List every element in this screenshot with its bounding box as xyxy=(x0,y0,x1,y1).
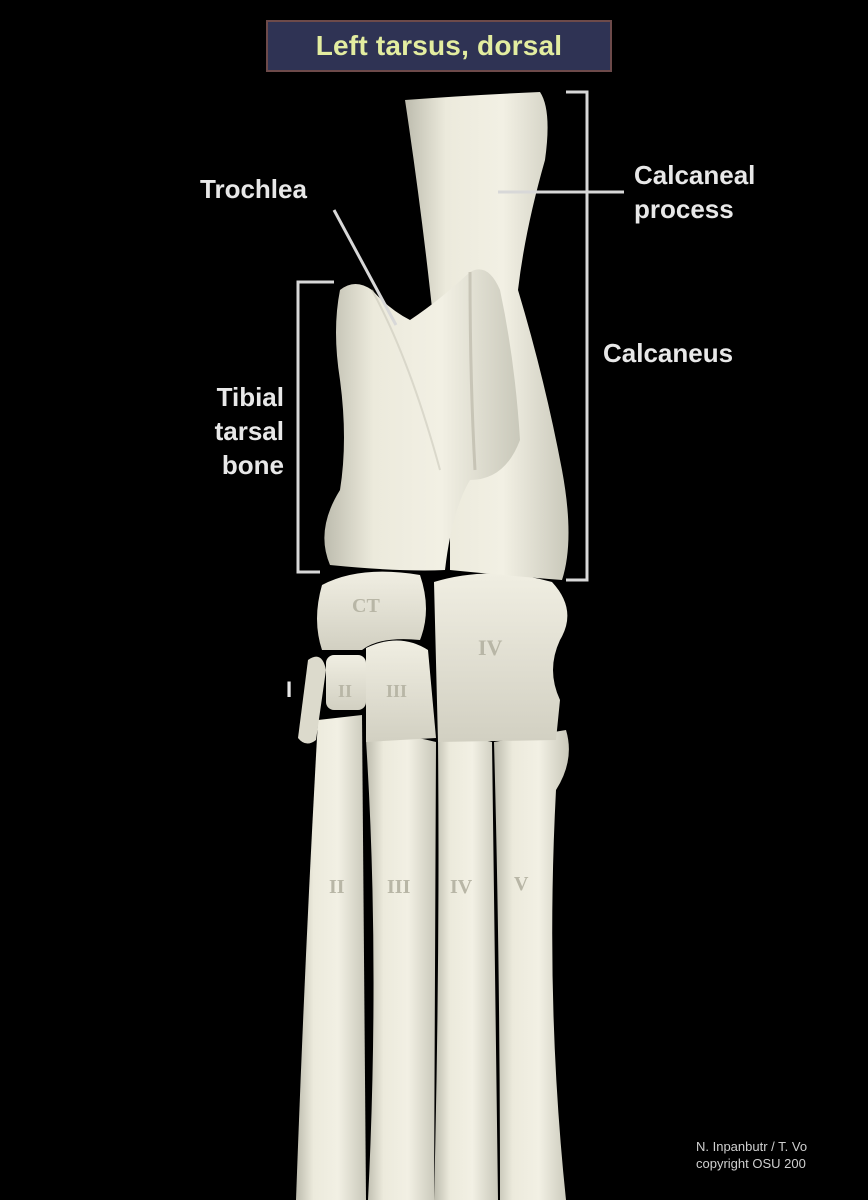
credit-text: N. Inpanbutr / T. Vo copyright OSU 200 xyxy=(696,1138,807,1172)
calcaneal-process-line2: process xyxy=(634,194,734,224)
calcaneal-process-label: Calcaneal process xyxy=(634,158,755,226)
tibial-tarsal-line2: tarsal xyxy=(214,416,284,446)
tarsal-bone-I xyxy=(298,656,326,744)
tibial-tarsal-bone-label: Tibial tarsal bone xyxy=(200,380,284,482)
metatarsal-iii-marking: III xyxy=(387,876,411,898)
metatarsal-v-marking: V xyxy=(514,873,529,895)
tarsal-bone-IV xyxy=(434,573,568,742)
central-tarsal-bone xyxy=(317,571,426,650)
credit-line2: copyright OSU 200 xyxy=(696,1156,806,1171)
annotation-lines xyxy=(296,90,624,582)
tarsal-iv-marking: IV xyxy=(478,635,503,660)
metatarsal-iv-marking: IV xyxy=(450,876,473,898)
tarsal-bone-II xyxy=(326,655,366,710)
tibial-tarsal-bracket xyxy=(296,280,334,574)
calcaneal-process-line1: Calcaneal xyxy=(634,160,756,190)
tarsal-ii-marking: II xyxy=(338,681,352,701)
metatarsal-II xyxy=(296,715,366,1200)
tarsal-iii-marking: III xyxy=(386,681,407,701)
credit-line1: N. Inpanbutr / T. Vo xyxy=(696,1139,808,1154)
metatarsal-V xyxy=(494,730,569,1200)
distal-tarsal-bones xyxy=(298,571,568,744)
tibial-tarsal-line3: bone xyxy=(221,450,284,480)
metatarsal-III xyxy=(366,736,436,1200)
title-box: Left tarsus, dorsal xyxy=(266,20,612,72)
tibial-tarsal-line1: Tibial xyxy=(216,382,284,412)
calcaneus-label: Calcaneus xyxy=(603,338,734,368)
tarsal-bone-III xyxy=(366,640,436,742)
calcaneus-bracket xyxy=(566,90,589,582)
metatarsal-bones xyxy=(296,715,569,1200)
tarsal-i-label: I xyxy=(286,677,292,702)
metatarsal-IV xyxy=(434,737,498,1200)
trochlea-label: Trochlea xyxy=(200,174,307,204)
diagram-title: Left tarsus, dorsal xyxy=(315,30,563,61)
ct-marking: CT xyxy=(352,595,380,617)
trochlea-leader-line xyxy=(332,209,398,326)
metatarsal-ii-marking: II xyxy=(329,876,345,898)
